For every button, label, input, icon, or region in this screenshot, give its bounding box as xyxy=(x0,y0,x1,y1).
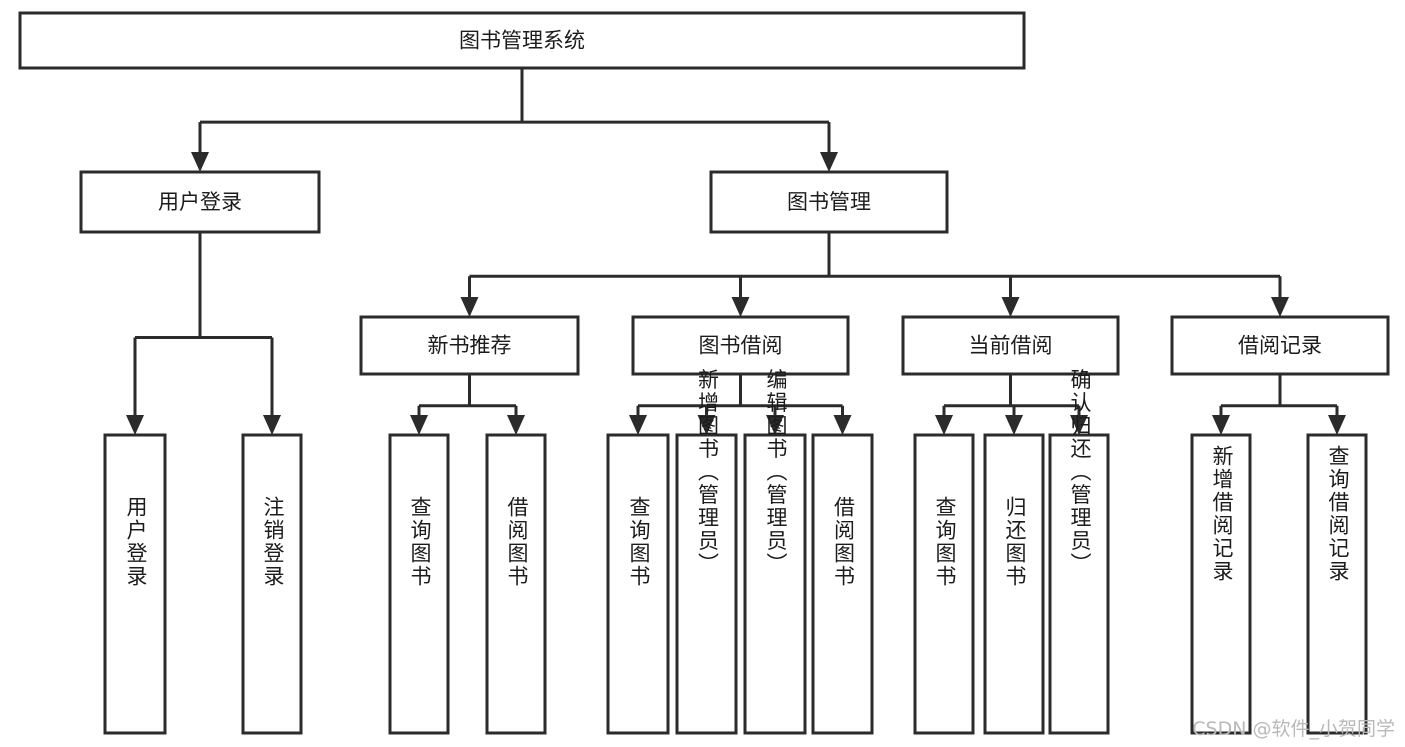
arrow-head-icon xyxy=(1001,297,1020,317)
node-label: 查询图书 xyxy=(627,496,651,588)
node-leaf-query-book-1[interactable]: 查询图书 xyxy=(388,433,450,735)
node-current-borrow[interactable]: 当前借阅 xyxy=(901,315,1120,376)
node-leaf-borrow-book-2[interactable]: 借阅图书 xyxy=(811,433,874,735)
node-label: 用户登录 xyxy=(158,190,242,214)
arrow-head-icon xyxy=(263,415,281,435)
node-label: 查询图书 xyxy=(933,496,957,588)
arrow-head-icon xyxy=(697,415,716,435)
node-box[interactable] xyxy=(913,433,975,735)
node-leaf-confirm-return[interactable]: 确认归还（管理员） xyxy=(1048,369,1110,735)
arrow-head-icon xyxy=(1070,415,1088,435)
node-box[interactable] xyxy=(743,433,807,735)
node-box[interactable] xyxy=(606,433,670,735)
arrow-head-icon xyxy=(935,415,953,435)
node-box[interactable] xyxy=(388,433,450,735)
node-box[interactable] xyxy=(79,170,321,234)
node-leaf-user-login[interactable]: 用户登录 xyxy=(103,433,167,735)
node-label: 查询图书 xyxy=(408,496,432,588)
node-label: 图书管理 xyxy=(787,190,871,214)
arrow-head-icon xyxy=(410,415,428,435)
node-box[interactable] xyxy=(359,315,580,376)
node-book-manage[interactable]: 图书管理 xyxy=(709,170,949,234)
node-label: 图书管理系统 xyxy=(459,29,585,53)
node-box[interactable] xyxy=(631,315,850,376)
node-label: 归还图书 xyxy=(1003,496,1027,588)
node-box[interactable] xyxy=(1170,315,1390,376)
arrow-head-icon xyxy=(191,152,209,172)
node-leaf-add-record[interactable]: 新增借阅记录 xyxy=(1190,433,1252,735)
node-label: 注销登录 xyxy=(261,496,285,588)
node-box[interactable] xyxy=(1048,433,1110,735)
arrow-head-icon xyxy=(460,297,479,317)
node-box[interactable] xyxy=(983,433,1045,735)
node-layer: 图书管理系统用户登录图书管理新书推荐图书借阅当前借阅借阅记录用户登录注销登录查询… xyxy=(18,11,1390,735)
node-box[interactable] xyxy=(901,315,1120,376)
node-label: 新增图书（管理员） xyxy=(696,369,720,576)
node-box[interactable] xyxy=(1306,433,1368,735)
arrow-head-icon xyxy=(1328,415,1346,435)
node-leaf-query-book-3[interactable]: 查询图书 xyxy=(913,433,975,735)
node-label: 借阅图书 xyxy=(832,496,856,588)
node-label: 当前借阅 xyxy=(969,334,1053,358)
arrow-head-icon xyxy=(820,152,838,172)
node-box[interactable] xyxy=(709,170,949,234)
node-label: 借阅记录 xyxy=(1238,334,1322,358)
node-box[interactable] xyxy=(811,433,874,735)
node-new-book-recommend[interactable]: 新书推荐 xyxy=(359,315,580,376)
node-leaf-edit-book[interactable]: 编辑图书（管理员） xyxy=(743,369,807,735)
node-label: 新增借阅记录 xyxy=(1210,445,1234,583)
arrow-head-icon xyxy=(766,415,784,435)
node-book-borrow[interactable]: 图书借阅 xyxy=(631,315,850,376)
node-label: 图书借阅 xyxy=(699,334,783,358)
node-leaf-query-record[interactable]: 查询借阅记录 xyxy=(1306,433,1368,735)
node-label: 新书推荐 xyxy=(428,334,512,358)
node-box[interactable] xyxy=(18,11,1026,70)
arrow-head-icon xyxy=(507,415,525,435)
node-leaf-return-book[interactable]: 归还图书 xyxy=(983,433,1045,735)
node-leaf-add-book[interactable]: 新增图书（管理员） xyxy=(675,369,738,735)
node-label: 确认归还（管理员） xyxy=(1068,369,1092,576)
node-leaf-borrow-book-1[interactable]: 借阅图书 xyxy=(485,433,547,735)
node-borrow-records[interactable]: 借阅记录 xyxy=(1170,315,1390,376)
arrow-head-icon xyxy=(1005,415,1023,435)
node-user-login[interactable]: 用户登录 xyxy=(79,170,321,234)
arrow-head-icon xyxy=(1212,415,1230,435)
edge-layer xyxy=(126,68,1346,435)
node-leaf-user-logout[interactable]: 注销登录 xyxy=(241,433,303,735)
node-label: 用户登录 xyxy=(124,496,148,588)
node-box[interactable] xyxy=(485,433,547,735)
node-box[interactable] xyxy=(675,433,738,735)
node-label: 借阅图书 xyxy=(505,496,529,588)
node-root[interactable]: 图书管理系统 xyxy=(18,11,1026,70)
node-box[interactable] xyxy=(1190,433,1252,735)
arrow-head-icon xyxy=(126,415,144,435)
arrow-head-icon xyxy=(629,415,647,435)
node-label: 编辑图书（管理员） xyxy=(764,369,788,576)
node-label: 查询借阅记录 xyxy=(1326,445,1350,583)
node-box[interactable] xyxy=(241,433,303,735)
node-leaf-query-book-2[interactable]: 查询图书 xyxy=(606,433,670,735)
arrow-head-icon xyxy=(1271,297,1289,317)
arrow-head-icon xyxy=(833,415,852,435)
node-box[interactable] xyxy=(103,433,167,735)
arrow-head-icon xyxy=(731,297,750,317)
